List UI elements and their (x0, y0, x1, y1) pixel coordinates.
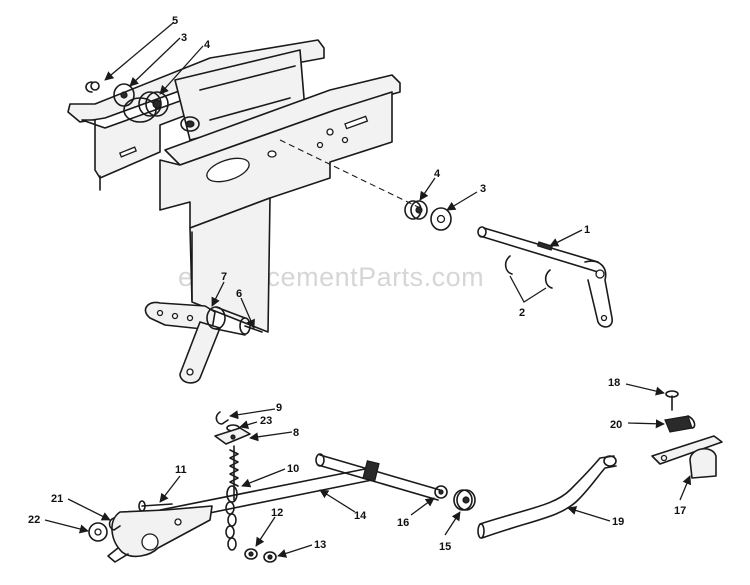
svg-text:17: 17 (674, 505, 686, 517)
svg-text:20: 20 (610, 419, 622, 431)
svg-text:23: 23 (260, 415, 272, 427)
part-20-clamp (664, 415, 696, 433)
callout-17: 17 (674, 475, 692, 517)
frame-assembly (67, 39, 421, 333)
svg-text:3: 3 (480, 183, 486, 195)
svg-text:13: 13 (314, 539, 326, 551)
part-16-nut (434, 485, 448, 499)
callout-12: 12 (255, 507, 283, 547)
part-14-shaft (159, 453, 441, 523)
svg-text:12: 12 (271, 507, 283, 519)
svg-text:4: 4 (204, 39, 211, 51)
callout-9: 9 (229, 402, 282, 420)
svg-text:4: 4 (434, 168, 441, 180)
svg-text:10: 10 (287, 463, 299, 475)
callout-10: 10 (241, 463, 299, 488)
part-18-screw (665, 390, 679, 411)
svg-text:9: 9 (276, 402, 282, 414)
svg-text:8: 8 (293, 427, 299, 439)
part-15-bushing (453, 489, 476, 511)
lower-pedal-arm (107, 505, 213, 563)
part-22-washer (88, 522, 108, 542)
callout-21: 21 (51, 493, 111, 521)
callout-20: 20 (610, 419, 665, 431)
callout-8: 8 (249, 427, 299, 442)
part-4-bushing-right (404, 200, 428, 220)
svg-text:11: 11 (175, 464, 187, 476)
part-10-spring-chain (225, 445, 239, 551)
callout-5: 5 (104, 15, 178, 81)
callout-13: 13 (277, 539, 326, 558)
callout-4-right: 4 (419, 168, 441, 201)
callout-14: 14 (319, 489, 367, 522)
part-3-washer-right (430, 207, 452, 231)
part-19-rod (477, 455, 617, 539)
callout-4-top: 4 (159, 39, 211, 95)
svg-text:6: 6 (236, 288, 242, 300)
part-5-clip (85, 81, 100, 93)
svg-text:19: 19 (612, 516, 624, 528)
callout-11: 11 (159, 464, 187, 503)
svg-text:21: 21 (51, 493, 63, 505)
svg-text:1: 1 (584, 224, 590, 236)
callout-16: 16 (397, 497, 435, 529)
part-2-clips (504, 255, 553, 289)
svg-text:15: 15 (439, 541, 451, 553)
callout-22: 22 (28, 514, 89, 534)
svg-text:22: 22 (28, 514, 40, 526)
part-3-washer-top (113, 83, 135, 107)
part-9-clip (215, 411, 229, 425)
part-8-bracket (214, 427, 251, 445)
callout-3-top: 3 (129, 32, 187, 87)
callout-15: 15 (439, 511, 461, 553)
callout-7: 7 (211, 271, 227, 307)
callout-6: 6 (236, 288, 255, 329)
part-13-nut (263, 551, 277, 563)
callout-19: 19 (567, 506, 624, 528)
svg-text:16: 16 (397, 517, 409, 529)
callout-1: 1 (549, 224, 590, 247)
part-4-bushing-top (138, 91, 169, 117)
svg-text:18: 18 (608, 377, 620, 389)
part-1-shaft (477, 226, 613, 328)
callout-23: 23 (239, 415, 272, 430)
callout-18: 18 (608, 377, 665, 396)
svg-text:2: 2 (519, 307, 525, 319)
svg-text:7: 7 (221, 271, 227, 283)
part-7-pedal-arm (144, 301, 251, 384)
part-21-clip (108, 517, 121, 531)
callout-2: 2 (509, 275, 547, 319)
svg-text:5: 5 (172, 15, 178, 27)
part-17-bracket (651, 435, 723, 479)
svg-text:14: 14 (354, 510, 367, 522)
svg-text:3: 3 (181, 32, 187, 44)
callout-3-right: 3 (446, 183, 486, 211)
part-12-nut (244, 548, 258, 560)
